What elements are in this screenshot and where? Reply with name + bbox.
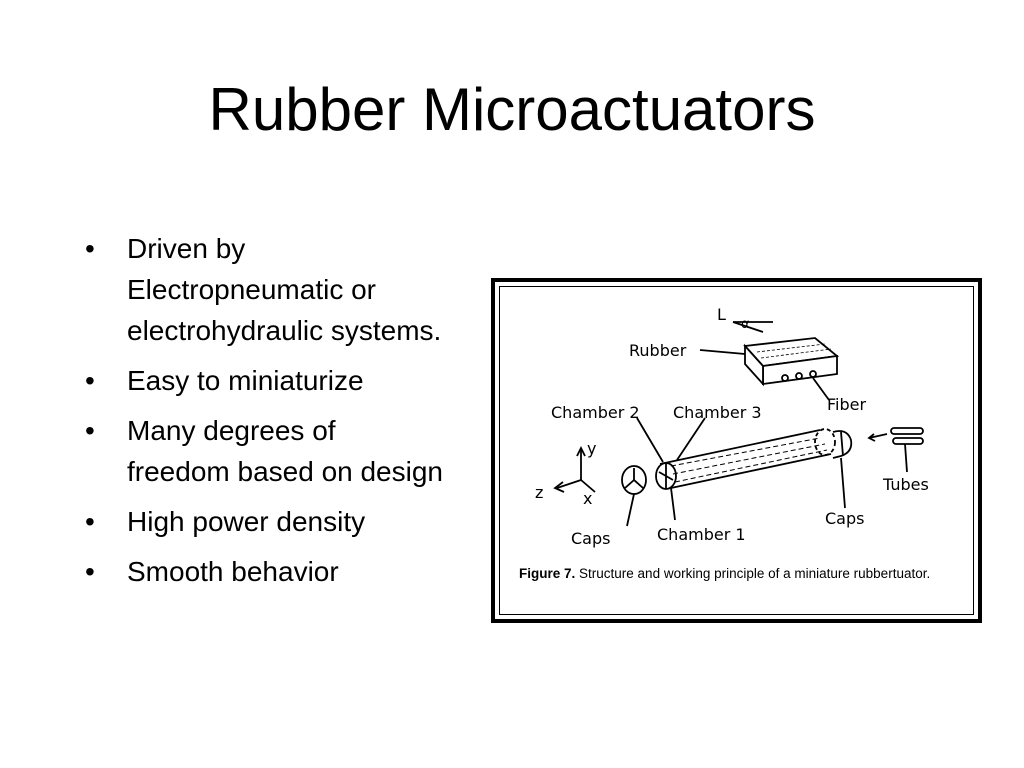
bullet-dot-icon: •: [85, 415, 95, 446]
bullet-dot-icon: •: [85, 233, 95, 264]
bullet-dot-icon: •: [85, 556, 95, 587]
tubes-label: Tubes: [882, 475, 929, 494]
figure-caption: Figure 7. Structure and working principl…: [519, 566, 959, 582]
bullet-dot-icon: •: [85, 506, 95, 537]
bullet-item: • Driven by Electropneumatic or electrohy…: [85, 228, 445, 351]
bullet-item: • Easy to miniaturize: [85, 360, 445, 401]
bullet-text: Smooth behavior: [127, 556, 339, 587]
cylinder-body-shape: [655, 428, 853, 490]
figure-inner-border: [499, 286, 974, 615]
figure-box: L α Rubber Fiber Chamber 2 Chamber 3 Cha…: [491, 278, 982, 623]
y-axis-label: y: [587, 439, 596, 458]
l-label: L: [717, 305, 726, 324]
axes-shape: [553, 445, 596, 493]
fiber-label: Fiber: [827, 395, 866, 414]
rubbertuator-diagram: L α Rubber Fiber Chamber 2 Chamber 3 Cha…: [535, 305, 929, 548]
bullet-text: High power density: [127, 506, 366, 537]
bullet-text: Many degrees of freedom based on design: [127, 415, 443, 487]
figure-caption-text: Structure and working principle of a min…: [579, 566, 931, 581]
bullet-dot-icon: •: [85, 365, 95, 396]
x-axis-label: x: [583, 489, 592, 508]
caps-left-label: Caps: [571, 529, 610, 548]
figure-caption-label: Figure 7.: [519, 566, 576, 581]
left-cap-shape: [621, 465, 647, 495]
caps-right-label: Caps: [825, 509, 864, 528]
bullet-item: • Smooth behavior: [85, 551, 445, 592]
chamber1-label: Chamber 1: [657, 525, 746, 544]
tubes-shape: [867, 427, 924, 473]
bullet-list: • Driven by Electropneumatic or electrohy…: [85, 228, 445, 601]
bullet-text: Easy to miniaturize: [127, 365, 364, 396]
rubber-strip-shape: [743, 337, 840, 387]
bullet-item: • High power density: [85, 501, 445, 542]
slide-title: Rubber Microactuators: [208, 76, 816, 143]
bullet-item: • Many degrees of freedom based on design: [85, 410, 445, 492]
alpha-label: α: [741, 317, 750, 332]
rubber-label: Rubber: [629, 341, 687, 360]
bullet-text: Driven by Electropneumatic or electrohyd…: [127, 233, 442, 346]
chamber3-label: Chamber 3: [673, 403, 762, 422]
chamber2-label: Chamber 2: [551, 403, 640, 422]
z-axis-label: z: [535, 483, 543, 502]
